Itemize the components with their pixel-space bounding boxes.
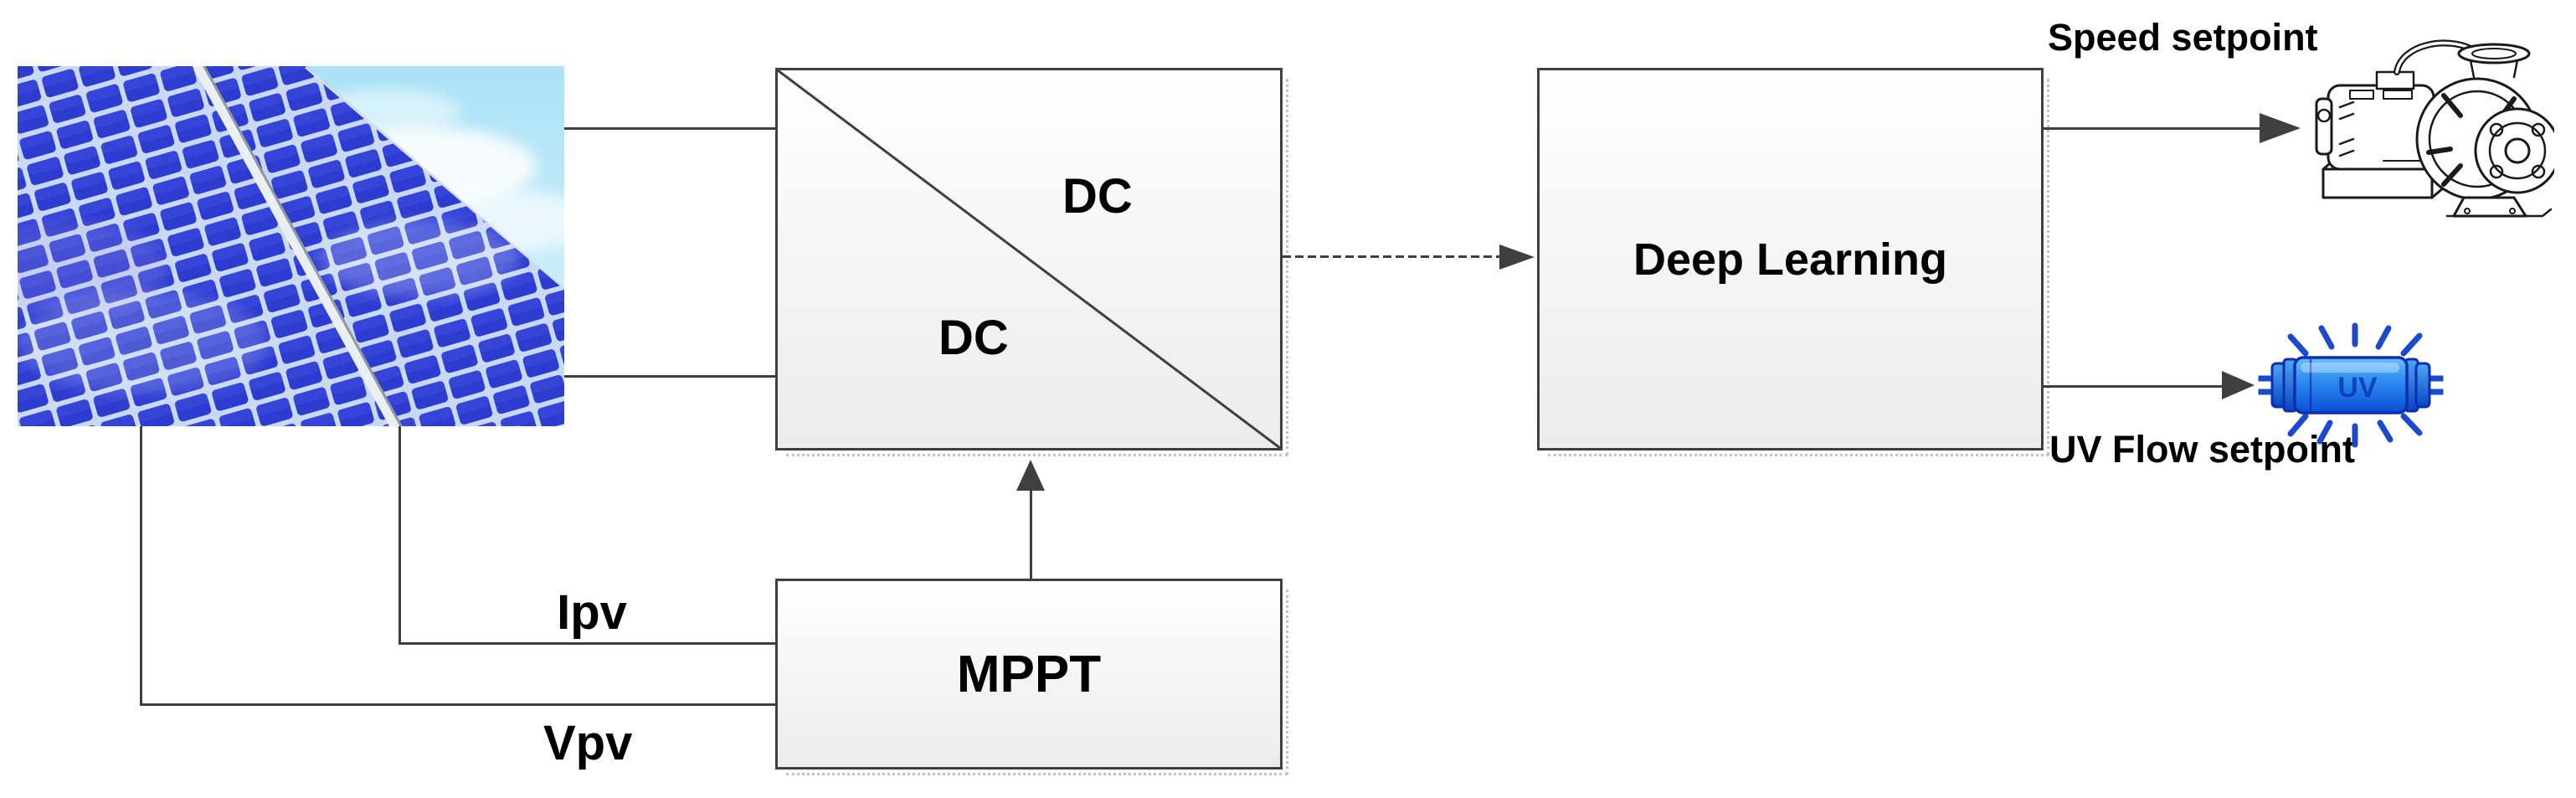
arrowhead-right-icon [1499, 245, 1537, 270]
wire-to-uv-lamp [2044, 384, 2224, 388]
dc-dc-converter-block: DC DC [775, 68, 1288, 456]
dc-label-upper: DC [1062, 169, 1133, 224]
arrowhead-right-icon [2222, 371, 2257, 399]
wire-pv-top [564, 127, 775, 130]
converter-diagonal-line [778, 70, 1280, 448]
mppt-label: MPPT [956, 645, 1102, 703]
vpv-label: Vpv [543, 716, 633, 770]
ipv-wire-vertical [398, 426, 401, 644]
dashed-wire [1283, 255, 1502, 259]
ipv-wire-horizontal [398, 641, 776, 645]
ipv-label: Ipv [557, 585, 627, 640]
arrowhead-up-icon [1016, 457, 1045, 491]
vpv-wire-horizontal [139, 703, 776, 706]
mppt-to-converter-arrow-line [1029, 484, 1032, 579]
speed-setpoint-label: Speed setpoint [2048, 16, 2318, 59]
dc-label-lower: DC [938, 311, 1009, 365]
solar-panel-photo-svg [18, 66, 595, 426]
wire-to-pump [2044, 126, 2261, 130]
deep-learning-label: Deep Learning [1632, 234, 1948, 285]
pump-icon [2303, 35, 2561, 223]
uv-lamp-label: UV [2337, 372, 2378, 404]
arrowhead-right-icon [2260, 113, 2303, 143]
vpv-wire-vertical [139, 426, 142, 705]
mppt-block: MPPT [775, 579, 1288, 775]
solar-panel-image [18, 66, 595, 426]
uv-rays [2287, 322, 2423, 448]
wire-pv-bottom [564, 375, 775, 378]
uv-flow-setpoint-label: UV Flow setpoint [2049, 428, 2355, 471]
deep-learning-block: Deep Learning [1537, 68, 2049, 456]
uv-lamp-icon: UV [2254, 322, 2448, 449]
